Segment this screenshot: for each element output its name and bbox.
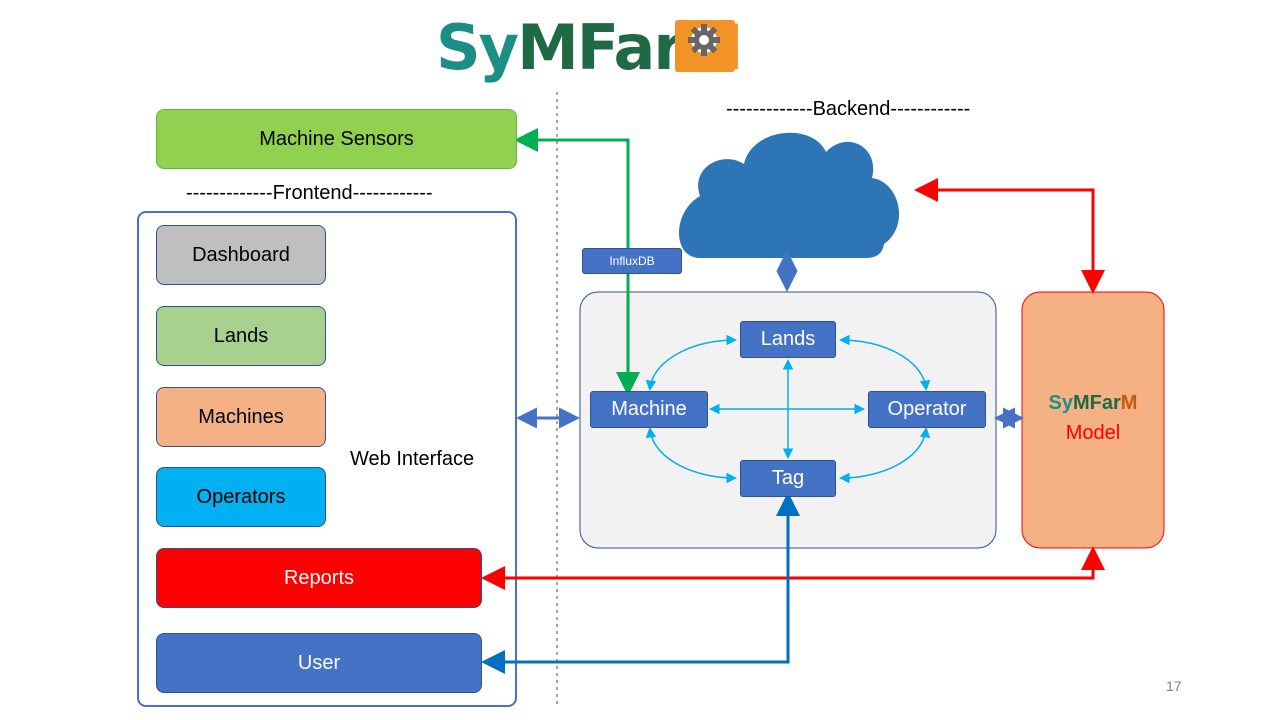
reports-box[interactable]: Reports: [156, 548, 482, 608]
logo-text-mfar: MFar: [517, 11, 684, 84]
machine-sensors-box[interactable]: Machine Sensors: [156, 109, 517, 169]
model-title-m: M: [1120, 392, 1138, 414]
machines-box[interactable]: Machines: [156, 387, 326, 447]
operators-box[interactable]: Operators: [156, 467, 326, 527]
model-title-sy: Sy: [1048, 392, 1073, 414]
page-number: 17: [1166, 678, 1182, 694]
model-subtitle: Model: [1065, 422, 1121, 444]
frontend-label: -------------Frontend------------: [186, 182, 433, 204]
backend-node-lands[interactable]: Lands: [740, 321, 836, 358]
lands-box[interactable]: Lands: [156, 306, 326, 366]
logo-text-sy: Sy: [436, 11, 519, 84]
backend-node-tag[interactable]: Tag: [740, 460, 836, 497]
backend-node-machine[interactable]: Machine: [590, 391, 708, 428]
influxdb-label: InfluxDB: [582, 248, 682, 274]
model-title: SyMFarM: [1022, 392, 1164, 415]
backend-node-operator[interactable]: Operator: [868, 391, 986, 428]
model-title-mfar: MFar: [1073, 392, 1121, 414]
user-box[interactable]: User: [156, 633, 482, 693]
dashboard-box[interactable]: Dashboard: [156, 225, 326, 285]
backend-label: -------------Backend------------: [726, 98, 971, 120]
web-interface-label: Web Interface: [350, 448, 475, 470]
